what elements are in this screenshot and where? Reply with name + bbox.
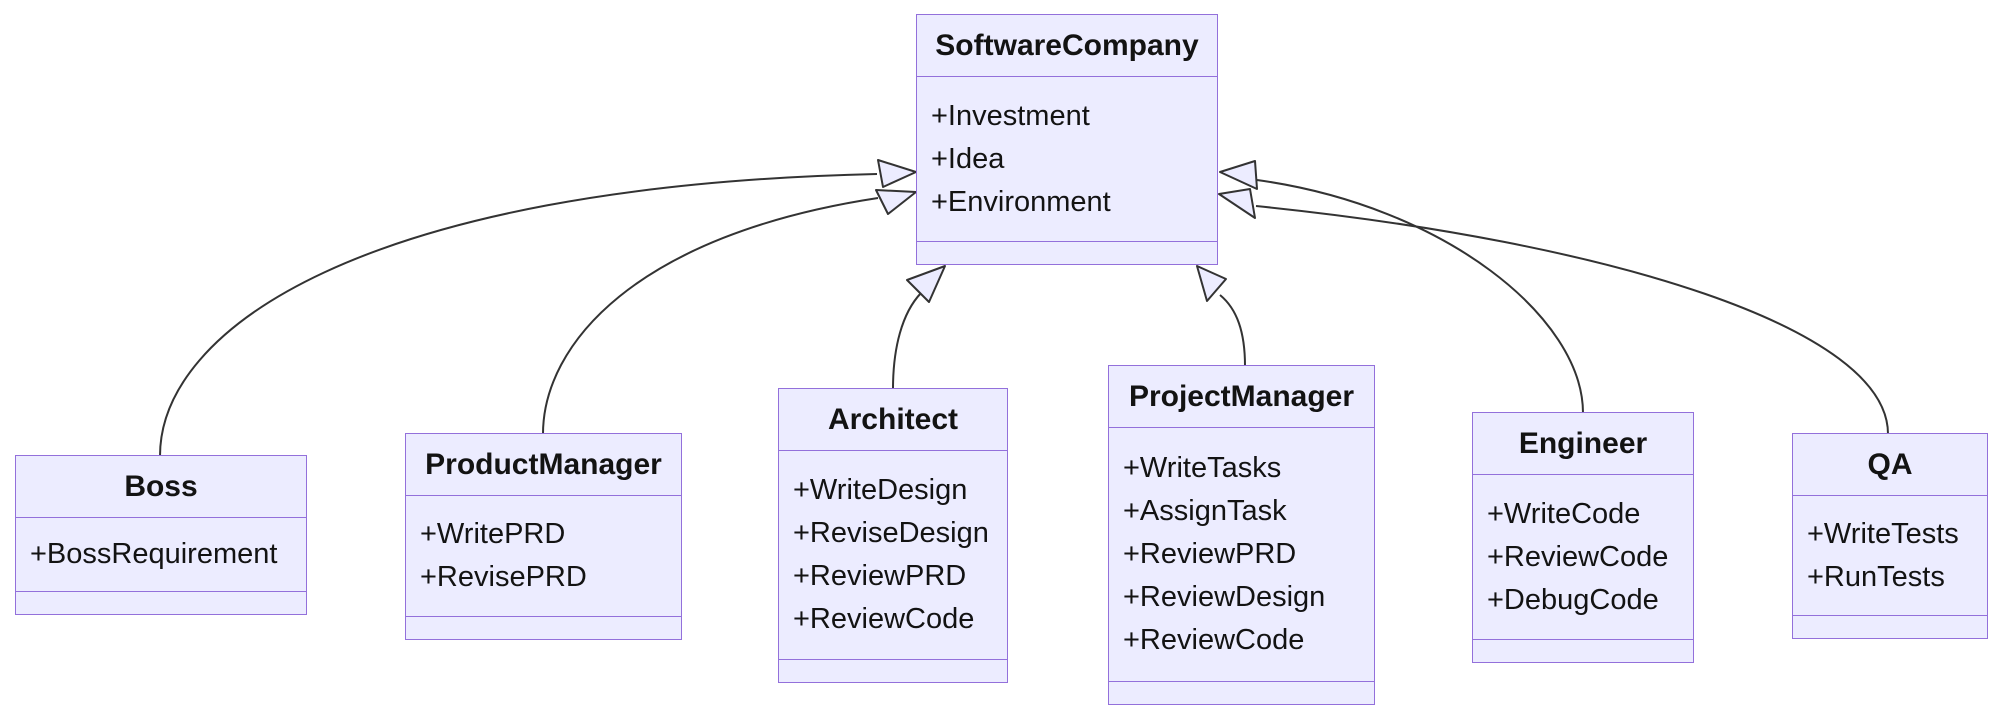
class-member: +WriteDesign bbox=[793, 474, 968, 506]
inheritance-arrowhead-projectmanager bbox=[1196, 265, 1227, 302]
class-member: +RevisePRD bbox=[420, 561, 587, 593]
class-methods-empty bbox=[1793, 616, 1987, 638]
inheritance-arrowhead-qa bbox=[1218, 188, 1256, 219]
class-member: +WritePRD bbox=[420, 518, 566, 550]
class-members-engineer: +WriteCode +ReviewCode +DebugCode bbox=[1473, 474, 1693, 640]
inheritance-arrowhead-productmanager bbox=[875, 189, 917, 215]
class-box-architect: Architect +WriteDesign +ReviseDesign +Re… bbox=[778, 388, 1008, 683]
class-methods-empty bbox=[1109, 682, 1374, 704]
class-member: +WriteTests bbox=[1807, 517, 1959, 550]
class-member: +ReviewDesign bbox=[1123, 581, 1326, 613]
class-members-qa: +WriteTests +RunTests bbox=[1793, 495, 1987, 616]
class-members-boss: +BossRequirement bbox=[16, 517, 306, 592]
class-methods-empty bbox=[406, 617, 681, 639]
edge-projectmanager-to-softwarecompany bbox=[1219, 294, 1246, 367]
class-member: +BossRequirement bbox=[30, 538, 278, 570]
class-member: +ReviewCode bbox=[793, 603, 975, 635]
class-title-softwarecompany: SoftwareCompany bbox=[935, 28, 1199, 62]
class-title-architect: Architect bbox=[827, 402, 959, 436]
class-title-boss: Boss bbox=[124, 469, 198, 503]
inheritance-arrowhead-architect bbox=[906, 265, 946, 303]
edge-boss-to-softwarecompany bbox=[159, 173, 878, 457]
class-box-qa: QA +WriteTests +RunTests bbox=[1792, 433, 1988, 639]
class-member: +WriteTasks bbox=[1123, 452, 1282, 484]
class-methods-empty bbox=[779, 660, 1007, 682]
class-members-projectmanager: +WriteTasks +AssignTask +ReviewPRD +Revi… bbox=[1109, 427, 1374, 682]
class-member: +ReviseDesign bbox=[793, 517, 989, 549]
class-methods-empty bbox=[917, 242, 1217, 264]
class-member: +WriteCode bbox=[1487, 497, 1641, 530]
class-title-engineer: Engineer bbox=[1518, 426, 1648, 460]
class-members-softwarecompany: +Investment +Idea +Environment bbox=[917, 76, 1217, 242]
class-member: +ReviewCode bbox=[1123, 624, 1305, 656]
class-box-engineer: Engineer +WriteCode +ReviewCode +DebugCo… bbox=[1472, 412, 1694, 663]
class-title-qa: QA bbox=[1867, 447, 1913, 481]
class-box-productmanager: ProductManager +WritePRD +RevisePRD bbox=[405, 433, 682, 640]
class-member: +DebugCode bbox=[1487, 583, 1659, 616]
class-box-softwarecompany: SoftwareCompany +Investment +Idea +Envir… bbox=[916, 14, 1218, 265]
class-member: +Environment bbox=[931, 185, 1111, 218]
class-member: +ReviewPRD bbox=[793, 560, 967, 592]
class-methods-empty bbox=[1473, 640, 1693, 662]
class-member: +AssignTask bbox=[1123, 495, 1287, 527]
class-members-architect: +WriteDesign +ReviseDesign +ReviewPRD +R… bbox=[779, 450, 1007, 660]
class-member: +RunTests bbox=[1807, 560, 1945, 593]
class-member: +Investment bbox=[931, 99, 1090, 132]
class-methods-empty bbox=[16, 592, 306, 614]
class-members-productmanager: +WritePRD +RevisePRD bbox=[406, 495, 681, 617]
inheritance-arrowhead-boss bbox=[877, 159, 917, 188]
edge-architect-to-softwarecompany bbox=[892, 292, 922, 390]
class-member: +ReviewPRD bbox=[1123, 538, 1297, 570]
class-title-productmanager: ProductManager bbox=[425, 447, 662, 481]
class-member: +Idea bbox=[931, 142, 1005, 175]
class-box-projectmanager: ProjectManager +WriteTasks +AssignTask +… bbox=[1108, 365, 1375, 705]
inheritance-arrowhead-engineer bbox=[1219, 160, 1258, 190]
class-box-boss: Boss +BossRequirement bbox=[15, 455, 307, 615]
class-member: +ReviewCode bbox=[1487, 540, 1669, 573]
class-title-projectmanager: ProjectManager bbox=[1128, 379, 1355, 413]
